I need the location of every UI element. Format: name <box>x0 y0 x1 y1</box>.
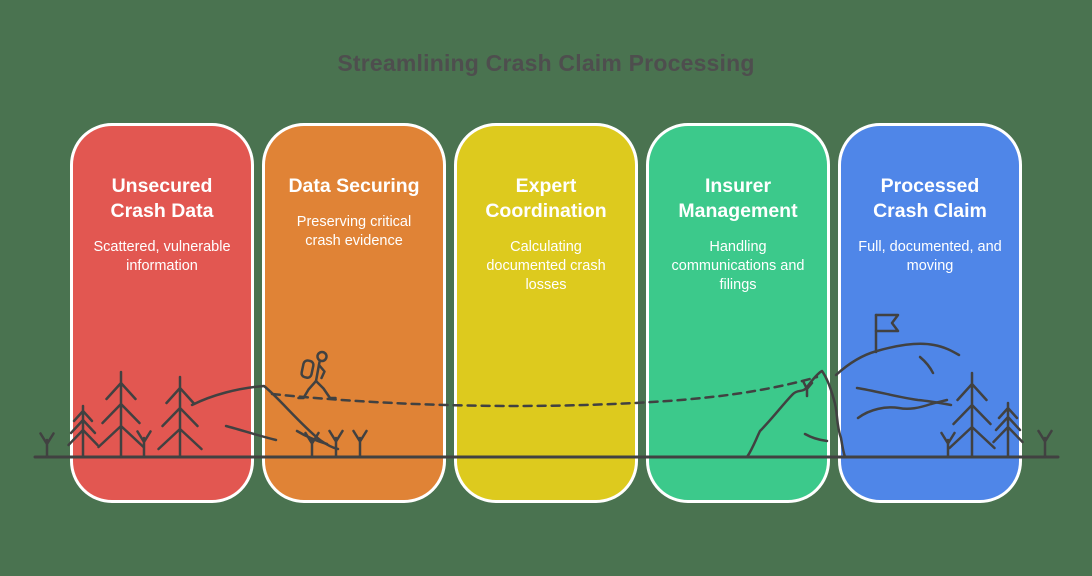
stage-card-insurer-management: Insurer Management Handling communicatio… <box>646 123 830 503</box>
card-subtitle: Full, documented, and moving <box>858 239 1002 274</box>
card-title: Unsecured Crash Data <box>110 175 214 222</box>
sapling-icon <box>1037 429 1053 459</box>
card-subtitle: Handling communications and filings <box>671 239 805 293</box>
stage-card-expert-coordination: Expert Coordination Calculating document… <box>454 123 638 503</box>
card-title: Insurer Management <box>678 175 798 222</box>
card-subtitle: Calculating documented crash losses <box>486 239 606 293</box>
stage-card-data-securing: Data Securing Preserving critical crash … <box>262 123 446 503</box>
page-title: Streamlining Crash Claim Processing <box>337 50 755 76</box>
card-title: Expert Coordination <box>485 175 607 222</box>
card-title: Processed Crash Claim <box>873 175 987 222</box>
process-stages: Unsecured Crash Data Scattered, vulnerab… <box>70 123 1022 503</box>
sapling-icon <box>39 432 55 459</box>
card-subtitle: Scattered, vulnerable information <box>93 239 231 274</box>
card-subtitle: Preserving critical crash evidence <box>296 214 412 249</box>
stage-card-processed-crash-claim: Processed Crash Claim Full, documented, … <box>838 123 1022 503</box>
stage-card-unsecured-crash-data: Unsecured Crash Data Scattered, vulnerab… <box>70 123 254 503</box>
card-title: Data Securing <box>288 175 420 197</box>
